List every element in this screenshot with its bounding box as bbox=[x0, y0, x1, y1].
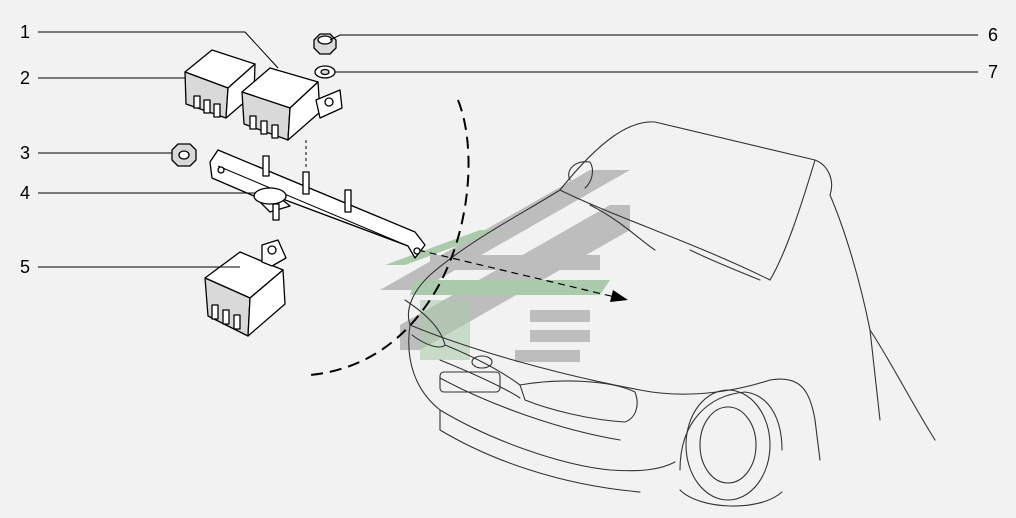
watermark-stripe bbox=[530, 330, 590, 342]
watermark-stripe bbox=[515, 350, 580, 362]
bracket-4-edge bbox=[217, 165, 409, 247]
car-mirror bbox=[568, 161, 594, 189]
car-emblem bbox=[471, 355, 493, 369]
car-plate-area bbox=[439, 371, 501, 393]
watermark-stripe bbox=[530, 310, 590, 322]
car-wheel bbox=[685, 389, 771, 501]
washer-7 bbox=[314, 65, 336, 79]
callout-3: 3 bbox=[20, 143, 30, 163]
car-wheel-hub bbox=[699, 406, 757, 484]
bracket-4-stud bbox=[262, 155, 270, 177]
bracket-4 bbox=[209, 149, 426, 259]
relay-1-bracket-hole bbox=[324, 97, 334, 107]
car-wiper-1 bbox=[589, 204, 656, 251]
relay-5 bbox=[204, 239, 287, 337]
nut-3 bbox=[171, 143, 197, 167]
watermark-stripe bbox=[410, 280, 610, 295]
relay-5-pin bbox=[211, 304, 219, 320]
nut-6 bbox=[313, 33, 337, 55]
washer-7-hole bbox=[320, 68, 330, 76]
car-windshield-right bbox=[769, 159, 816, 281]
car-bumper-lower bbox=[439, 409, 641, 493]
callout-6: 6 bbox=[988, 25, 998, 45]
nut-3-hole bbox=[178, 150, 190, 160]
car-bumper-line bbox=[439, 377, 621, 441]
bracket-4-stud bbox=[272, 203, 280, 221]
detail-boundary bbox=[309, 99, 470, 376]
car-a-pillar bbox=[829, 194, 881, 421]
car-grille bbox=[444, 344, 521, 386]
relay-2-pin bbox=[213, 103, 221, 118]
callout-4: 4 bbox=[20, 183, 30, 203]
bracket-4-hole bbox=[217, 166, 225, 174]
bracket-4-stud bbox=[302, 171, 310, 195]
relay-1 bbox=[241, 67, 343, 141]
callout-1: 1 bbox=[20, 22, 30, 42]
car-wheel-arch bbox=[679, 391, 783, 471]
relay-5-front bbox=[247, 269, 286, 337]
relay-5-pin bbox=[233, 314, 241, 330]
callout-2: 2 bbox=[20, 68, 30, 88]
watermark-stripe bbox=[420, 300, 470, 360]
location-arrow-head bbox=[610, 290, 628, 302]
relay-2-pin bbox=[203, 99, 211, 114]
leader-1 bbox=[38, 31, 279, 69]
car-hood bbox=[407, 189, 561, 326]
relay-5-tab-hole bbox=[267, 245, 277, 255]
relay-2-pin bbox=[193, 95, 201, 109]
bracket-4-stud bbox=[344, 189, 352, 213]
relay-1-pin bbox=[260, 120, 268, 135]
callout-leaders bbox=[38, 31, 978, 268]
car-grille-2 bbox=[439, 359, 521, 399]
car-outline bbox=[404, 121, 936, 507]
car-windshield-lower bbox=[559, 189, 771, 281]
location-arrow-line bbox=[417, 249, 616, 298]
watermark-logo bbox=[380, 170, 630, 362]
watermark-stripe bbox=[430, 255, 600, 270]
callout-7: 7 bbox=[988, 62, 998, 82]
relay-1-pin bbox=[271, 124, 279, 139]
car-bumper bbox=[408, 324, 676, 472]
car-wheel-base bbox=[679, 489, 783, 507]
bracket-4-hole bbox=[413, 247, 421, 255]
car-roof bbox=[559, 121, 833, 196]
relay-5-pin bbox=[222, 309, 230, 325]
relay-1-pin bbox=[249, 115, 257, 130]
leader-6 bbox=[329, 34, 978, 41]
bracket-4-tab bbox=[253, 187, 287, 205]
car-headlight bbox=[519, 380, 638, 423]
bracket-4-plate bbox=[209, 149, 426, 259]
callout-5: 5 bbox=[20, 257, 30, 277]
car-fender bbox=[639, 378, 821, 461]
car-side bbox=[869, 329, 936, 441]
car-wiper-2 bbox=[689, 249, 761, 281]
nut-6-top bbox=[317, 35, 333, 45]
